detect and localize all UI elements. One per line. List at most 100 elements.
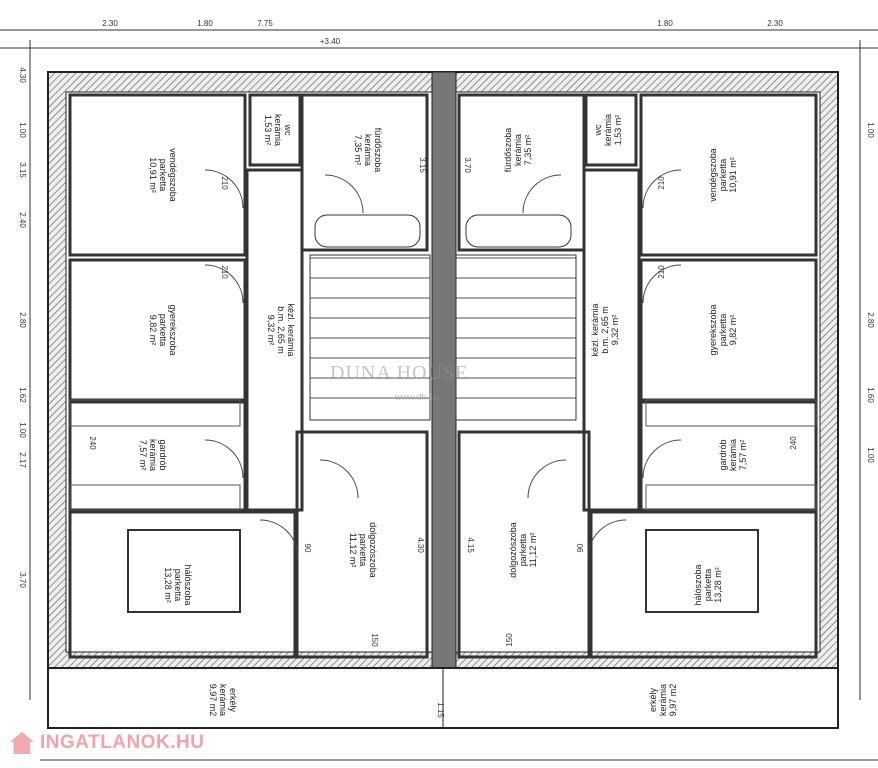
dim-left: 1.00 bbox=[18, 122, 27, 138]
room-name: fürdőszoba bbox=[503, 128, 513, 173]
door-dim: 240 bbox=[88, 436, 97, 450]
dim-top: 1.80 bbox=[197, 19, 213, 28]
dim-top: 7.75 bbox=[257, 19, 273, 28]
dim-left: 2.40 bbox=[18, 212, 27, 228]
room-floor: kerámia bbox=[658, 684, 668, 716]
right-door-swing bbox=[527, 459, 567, 499]
left-bed bbox=[127, 529, 241, 613]
room-name: vendégszoba bbox=[708, 148, 718, 202]
dim-inner: 4.30 bbox=[416, 537, 425, 553]
right-door-swing bbox=[642, 439, 682, 479]
right-room-0 bbox=[639, 93, 818, 257]
room-area: 7,35 m² bbox=[353, 135, 363, 166]
room-name: hálószoba bbox=[183, 564, 193, 605]
left-room-4 bbox=[245, 168, 304, 512]
right-wardrobe-shelf2 bbox=[645, 484, 817, 511]
room-floor: parketta bbox=[173, 569, 183, 602]
left-door-swing bbox=[204, 169, 244, 209]
dim-top: 2.30 bbox=[102, 19, 118, 28]
room-name: kézl. kerámia bbox=[590, 303, 600, 356]
right-room-7 bbox=[457, 430, 591, 659]
dim-inner: 4.15 bbox=[466, 537, 475, 553]
right-door-swing bbox=[522, 174, 562, 214]
room-name: erkély bbox=[228, 688, 238, 713]
room-floor: parketta bbox=[158, 159, 168, 192]
room-floor: parketta bbox=[718, 159, 728, 192]
room-area: 9,97 m2 bbox=[208, 684, 218, 717]
room-floor: b.m. 2,65 m bbox=[600, 306, 610, 354]
door-dim: 210 bbox=[220, 176, 229, 190]
room-area: 7,35 m² bbox=[523, 135, 533, 166]
room-name: dolgozószoba bbox=[368, 522, 378, 578]
room-area: 10,91 m² bbox=[728, 157, 738, 193]
right-wardrobe-shelf bbox=[645, 399, 817, 427]
right-room-4 bbox=[582, 168, 641, 512]
dim-left: 1.00 bbox=[18, 422, 27, 438]
dim-top: 2.30 bbox=[767, 19, 783, 28]
room-area: 9,97 m2 bbox=[668, 684, 678, 717]
dim-left: 4.30 bbox=[18, 67, 27, 83]
dim-top: +3.40 bbox=[320, 37, 341, 46]
duna-house-watermark: DUNA HOUSE bbox=[330, 362, 469, 384]
right-room-6 bbox=[589, 510, 818, 659]
room-area: 1,53 m² bbox=[263, 115, 273, 146]
room-name: erkély bbox=[648, 688, 658, 713]
left-door-swing bbox=[324, 174, 364, 214]
right-door-swing bbox=[587, 519, 627, 559]
dim-left: 2.17 bbox=[18, 452, 27, 468]
door-dim: 210 bbox=[657, 176, 666, 190]
dim-left: 2.80 bbox=[18, 312, 27, 328]
room-area: 9,82 m² bbox=[148, 315, 158, 346]
left-door-swing bbox=[259, 519, 299, 559]
room-name: hálószoba bbox=[693, 564, 703, 605]
room-area: 9,32 m² bbox=[266, 315, 276, 346]
room-floor: kerámia bbox=[603, 114, 613, 146]
room-name: wc bbox=[283, 124, 293, 136]
room-floor: kerámia bbox=[273, 114, 283, 146]
room-area: 7,57 m² bbox=[738, 440, 748, 471]
dim-left: 3.15 bbox=[18, 162, 27, 178]
party-wall bbox=[431, 71, 457, 671]
dim-inner: 3.15 bbox=[418, 157, 427, 173]
duna-house-url-watermark: www.dh.hu bbox=[395, 392, 440, 402]
left-bathtub bbox=[314, 214, 421, 248]
door-dim: 150 bbox=[505, 633, 514, 647]
room-floor: parketta bbox=[518, 534, 528, 567]
dim-right: 1.60 bbox=[866, 387, 875, 403]
right-room-1 bbox=[584, 93, 638, 167]
door-dim: 210 bbox=[220, 265, 229, 279]
room-area: 9,82 m² bbox=[728, 315, 738, 346]
house-icon bbox=[10, 732, 34, 754]
ingatlanok-logo: INGATLANOK.HU bbox=[10, 730, 210, 756]
dim-top: 1.80 bbox=[657, 19, 673, 28]
room-name: gyerekszoba bbox=[168, 304, 178, 355]
left-room-6 bbox=[68, 510, 297, 659]
room-floor: kerámia bbox=[363, 134, 373, 166]
room-area: 10,91 m² bbox=[148, 157, 158, 193]
right-door-swing bbox=[642, 264, 682, 304]
room-area: 13,28 m² bbox=[713, 567, 723, 603]
left-door-swing bbox=[204, 264, 244, 304]
left-room-1 bbox=[248, 93, 302, 167]
room-area: 9,32 m² bbox=[610, 315, 620, 346]
room-floor: parketta bbox=[358, 534, 368, 567]
room-floor: kerámia bbox=[218, 684, 228, 716]
room-floor: kerámia bbox=[728, 439, 738, 471]
dim-inner: 1.15 bbox=[436, 702, 445, 718]
room-area: 11,12 m² bbox=[348, 533, 358, 568]
left-door-swing bbox=[204, 439, 244, 479]
